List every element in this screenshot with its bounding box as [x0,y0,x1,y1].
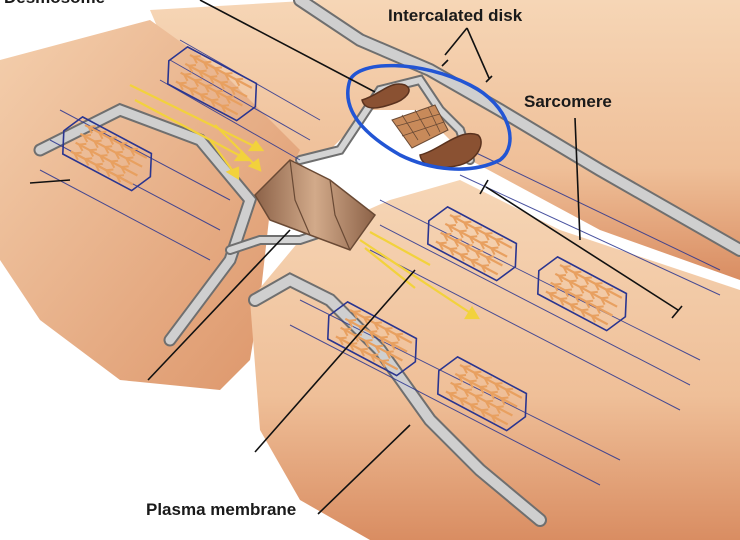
plasma-membrane-bands [33,0,740,527]
label-desmosome: Desmosome [4,0,105,8]
gap-junction [254,159,377,251]
leader-lines [29,0,683,515]
label-plasma-membrane: Plasma membrane [146,500,297,519]
upper-cell [150,0,740,280]
gap-junction-mesh [391,104,449,149]
ion-flow-arrows [129,84,480,320]
annotation-circle [346,63,512,171]
desmosome-upper [361,83,410,109]
lower-right-cell [250,180,740,540]
myofibril-lines [39,39,721,486]
label-intercalated-disk: Intercalated disk [388,6,523,25]
label-sarcomere: Sarcomere [524,92,612,111]
